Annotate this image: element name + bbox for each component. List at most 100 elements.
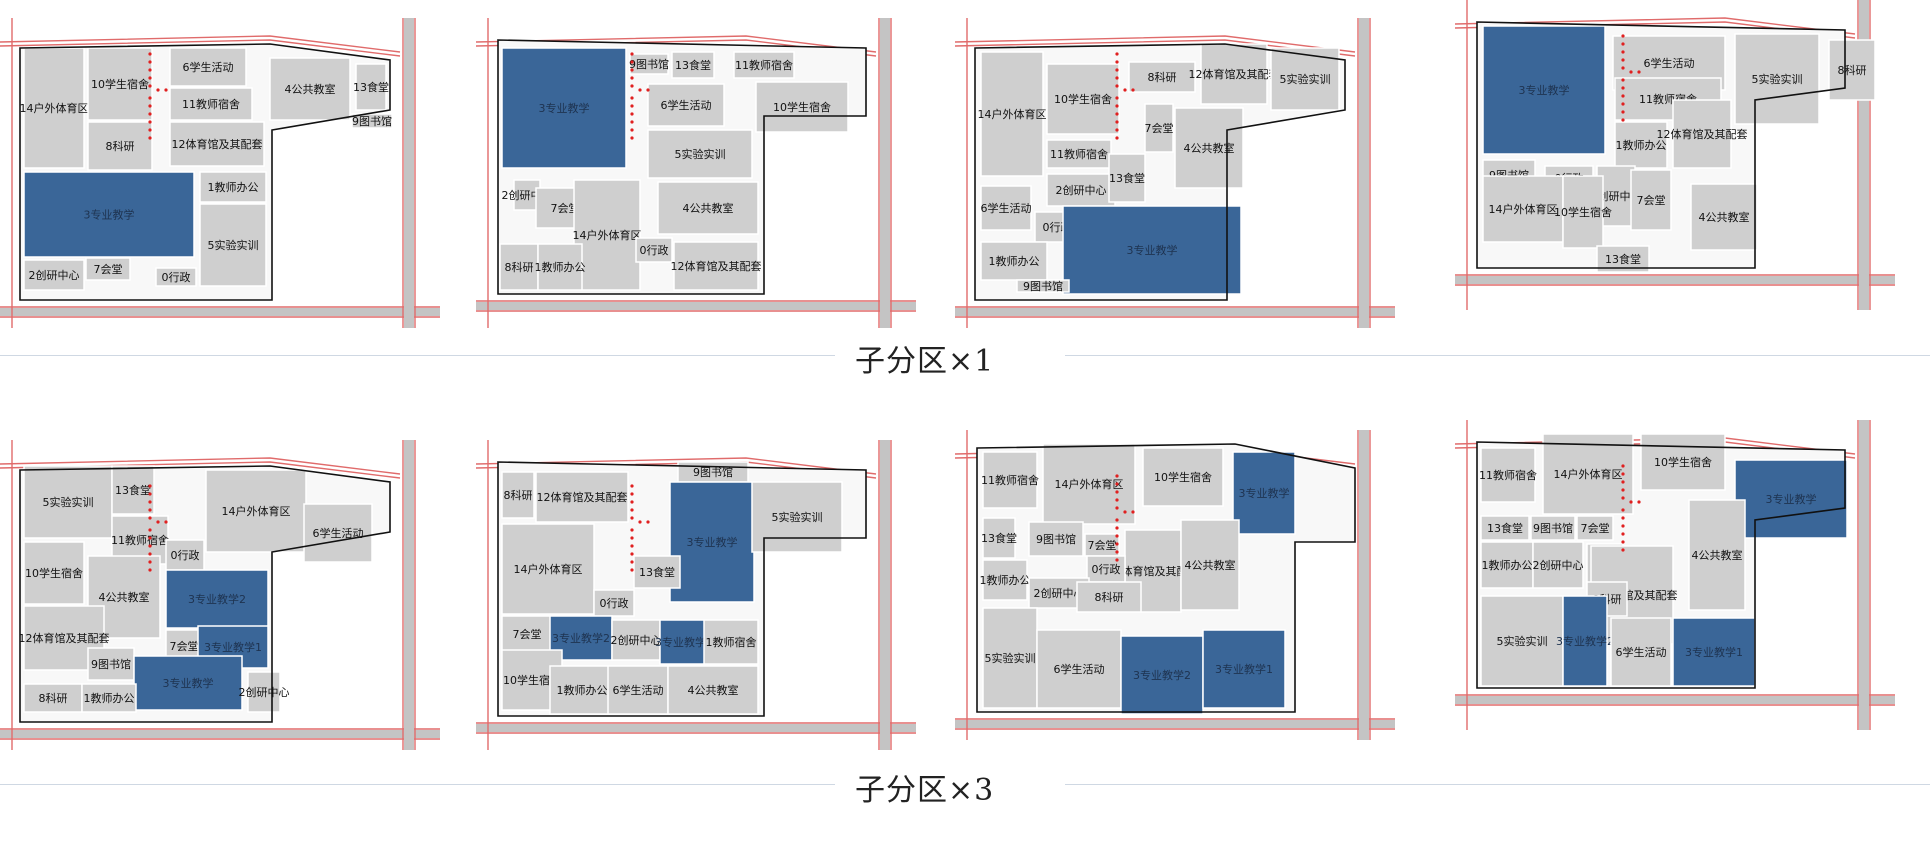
pedestrian-path-dot bbox=[630, 120, 634, 124]
function-zone-block bbox=[982, 559, 1028, 601]
pedestrian-path-dot bbox=[1115, 518, 1119, 522]
zone-label: 14户外体育区 bbox=[20, 101, 89, 115]
zone-label: 7会堂 bbox=[513, 628, 542, 641]
zone-label: 5实验实训 bbox=[43, 495, 94, 509]
pedestrian-path-dot bbox=[1621, 78, 1625, 82]
teaching-zone-block bbox=[659, 619, 709, 665]
zone-label: 7会堂 bbox=[94, 263, 123, 276]
function-zone-block bbox=[671, 51, 715, 79]
pedestrian-path-dot bbox=[1115, 76, 1119, 80]
pedestrian-path-dot bbox=[148, 492, 152, 496]
pedestrian-path-dot bbox=[1629, 70, 1633, 74]
site-boundary bbox=[976, 443, 1356, 713]
function-zone-block bbox=[1734, 33, 1820, 125]
zone-label: 9图书馆 bbox=[629, 57, 669, 71]
function-zone-block bbox=[23, 47, 85, 169]
zone-label: 3专业教学1 bbox=[655, 635, 713, 649]
zone-label: 3专业教学2 bbox=[552, 631, 610, 645]
pedestrian-path-dot bbox=[1123, 88, 1127, 92]
function-zone-block bbox=[1016, 279, 1070, 293]
road-horizontal-band bbox=[955, 720, 1395, 728]
pedestrian-path-dot bbox=[1115, 474, 1119, 478]
zone-label: 6学生活动 bbox=[661, 98, 712, 112]
function-zone-block bbox=[667, 665, 759, 715]
function-zone-block bbox=[165, 539, 205, 571]
pedestrian-path-dot bbox=[630, 68, 634, 72]
zone-label: 0行政 bbox=[1092, 562, 1121, 576]
zone-label: 2创研中心 bbox=[29, 269, 80, 282]
function-zone-block bbox=[1174, 107, 1244, 189]
zone-label: 1教师办公 bbox=[535, 261, 586, 274]
zone-label: 12体育馆及其配套 bbox=[1189, 67, 1280, 81]
function-zone-block bbox=[1028, 521, 1084, 557]
zone-label: 6学生活动 bbox=[1644, 56, 1695, 70]
function-zone-block bbox=[1828, 39, 1876, 101]
zone-label: 6学生活动 bbox=[613, 683, 664, 697]
pedestrian-path-dot bbox=[148, 500, 152, 504]
zone-label: 12体育馆及其配套 bbox=[537, 490, 628, 504]
pedestrian-path-dot bbox=[1115, 96, 1119, 100]
zone-label: 1教师办公 bbox=[557, 684, 608, 697]
function-zone-block bbox=[1036, 629, 1122, 709]
pedestrian-path-dot bbox=[630, 128, 634, 132]
pedestrian-path-dot bbox=[1621, 532, 1625, 536]
pedestrian-path-dot bbox=[1115, 550, 1119, 554]
section-label-triple: 子分区×3 bbox=[855, 773, 995, 808]
function-zone-block bbox=[607, 665, 669, 715]
function-zone-block bbox=[629, 53, 669, 75]
function-zone-block bbox=[1532, 541, 1584, 589]
pedestrian-path-dot bbox=[148, 112, 152, 116]
zone-label: 8科研 bbox=[106, 139, 135, 153]
function-zone-block bbox=[1690, 183, 1758, 251]
function-zone-block bbox=[87, 47, 153, 121]
zone-label: 8科研 bbox=[504, 488, 533, 502]
pedestrian-path-dot bbox=[630, 484, 634, 488]
function-zone-block bbox=[81, 683, 137, 713]
zone-label: 2创研中心 bbox=[611, 634, 662, 647]
function-zone-block bbox=[980, 241, 1048, 281]
zone-label: 2创研中心 bbox=[1056, 184, 1107, 197]
pedestrian-path-dot bbox=[1115, 498, 1119, 502]
pedestrian-path-dot bbox=[630, 492, 634, 496]
road-vertical-band bbox=[404, 18, 414, 328]
pedestrian-path-dot bbox=[1621, 42, 1625, 46]
zone-label: 6学生活动 bbox=[183, 60, 234, 74]
pedestrian-path-dot bbox=[164, 520, 168, 524]
zone-label: 13食堂 bbox=[1487, 521, 1523, 535]
function-zone-block bbox=[1128, 61, 1196, 93]
pedestrian-path-dot bbox=[1621, 102, 1625, 106]
pedestrian-path-dot bbox=[630, 568, 634, 572]
road-horizontal-band bbox=[476, 302, 916, 310]
function-zone-block bbox=[1480, 515, 1530, 541]
teaching-zone-block bbox=[23, 171, 195, 258]
zone-label: 2创研中心 bbox=[239, 686, 290, 699]
function-zone-block bbox=[535, 471, 629, 523]
zone-label: 11教师宿舍 bbox=[182, 97, 240, 111]
section-label-single: 子分区×1 bbox=[855, 344, 995, 379]
function-zone-block bbox=[1530, 515, 1576, 541]
pedestrian-path-dot bbox=[1115, 68, 1119, 72]
function-zone-block bbox=[755, 81, 849, 133]
pedestrian-path-dot bbox=[148, 560, 152, 564]
teaching-zone-block bbox=[1062, 205, 1242, 295]
function-zone-block bbox=[1482, 175, 1564, 243]
road-vertical-band bbox=[880, 440, 890, 750]
zone-label: 11教师宿舍 bbox=[1050, 147, 1108, 161]
zone-label: 13食堂 bbox=[115, 483, 151, 497]
zone-label: 3专业教学 bbox=[1766, 492, 1817, 506]
pedestrian-path-dot bbox=[1621, 66, 1625, 70]
function-zone-block bbox=[635, 237, 673, 263]
road-horizontal-band bbox=[0, 308, 440, 316]
road-vertical-band bbox=[404, 440, 414, 750]
pedestrian-path-dot bbox=[1621, 94, 1625, 98]
zone-label: 6学生活动 bbox=[981, 201, 1032, 215]
zoning-plan-svg: 3专业教学6学生活动5实验实训8科研11教师宿舍1教师办公12体育馆及其配套9图… bbox=[1455, 0, 1895, 310]
zone-label: 5实验实训 bbox=[208, 238, 259, 252]
function-zone-block bbox=[982, 517, 1016, 559]
pedestrian-path-dot bbox=[1637, 70, 1641, 74]
pedestrian-path-dot bbox=[148, 68, 152, 72]
